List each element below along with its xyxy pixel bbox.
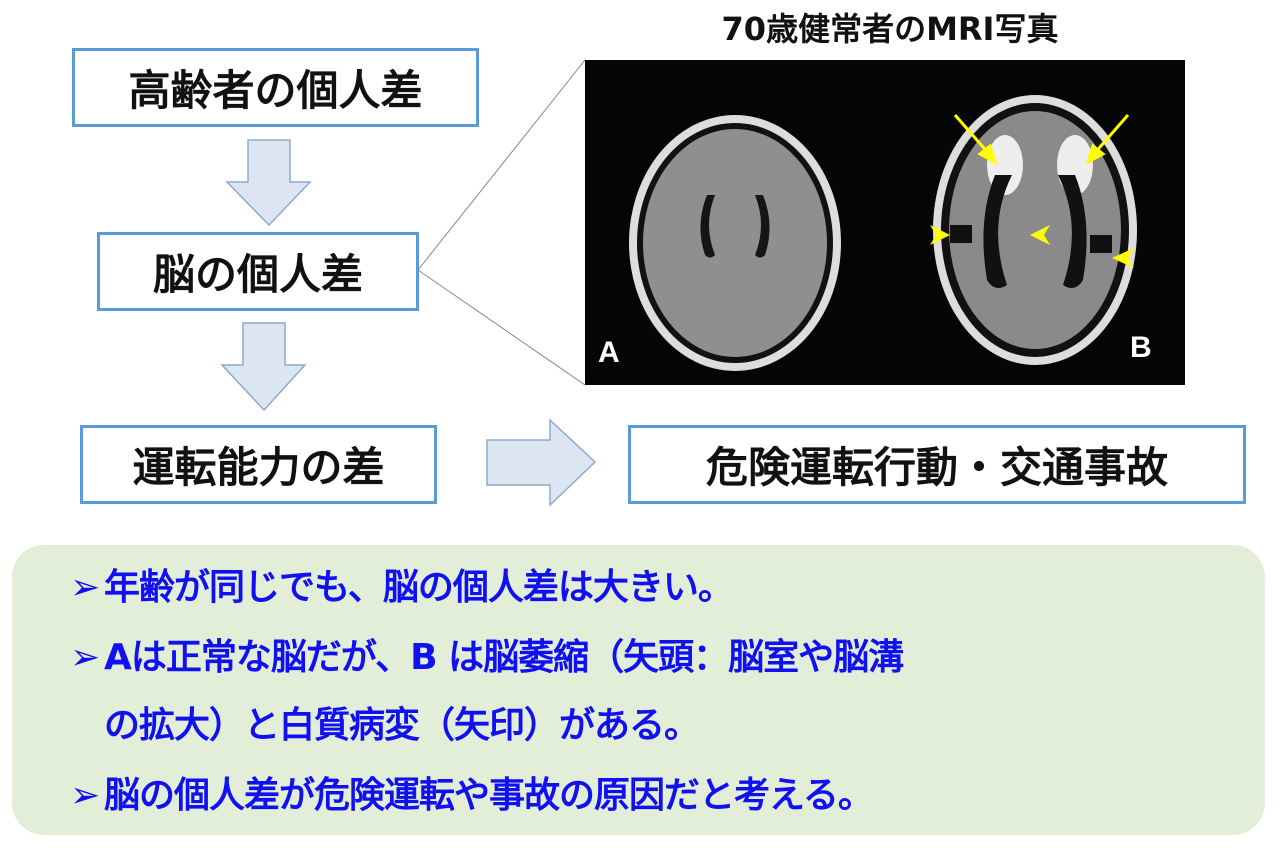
flow-box-brain-differences: 脳の個人差 — [97, 232, 419, 311]
bullet-icon: ➢ — [70, 567, 100, 608]
atrophy-arrowhead-icon — [930, 225, 1134, 268]
flow-box-driving-ability: 運転能力の差 — [80, 425, 437, 504]
summary-line-3: の拡大）と白質病変（矢印）がある。 — [104, 705, 700, 746]
lesion-arrow-icon — [953, 114, 1130, 166]
right-arrow-icon — [486, 418, 597, 507]
down-arrow-icon — [225, 139, 312, 227]
bullet-icon: ➢ — [70, 637, 100, 678]
flow-box-elderly-differences: 高齢者の個人差 — [72, 48, 479, 127]
connector-line-top — [417, 59, 586, 271]
summary-line-1: ➢年齢が同じでも、脳の個人差は大きい。 — [70, 567, 734, 608]
connector-line-bottom — [417, 269, 586, 386]
summary-line-4: ➢脳の個人差が危険運転や事故の原因だと考える。 — [70, 775, 874, 816]
flow-box-dangerous-driving: 危険運転行動・交通事故 — [628, 425, 1246, 504]
mri-title: 70歳健常者のMRI写真 — [721, 10, 1059, 48]
down-arrow-icon — [220, 322, 307, 412]
mri-image: A B — [585, 60, 1185, 385]
bullet-icon: ➢ — [70, 775, 100, 816]
summary-line-2: ➢Aは正常な脳だが、B は脳萎縮（矢頭：脳室や脳溝 — [70, 637, 904, 678]
mri-label-b: B — [1130, 331, 1152, 364]
mri-label-a: A — [598, 336, 620, 369]
summary-panel — [12, 545, 1265, 835]
